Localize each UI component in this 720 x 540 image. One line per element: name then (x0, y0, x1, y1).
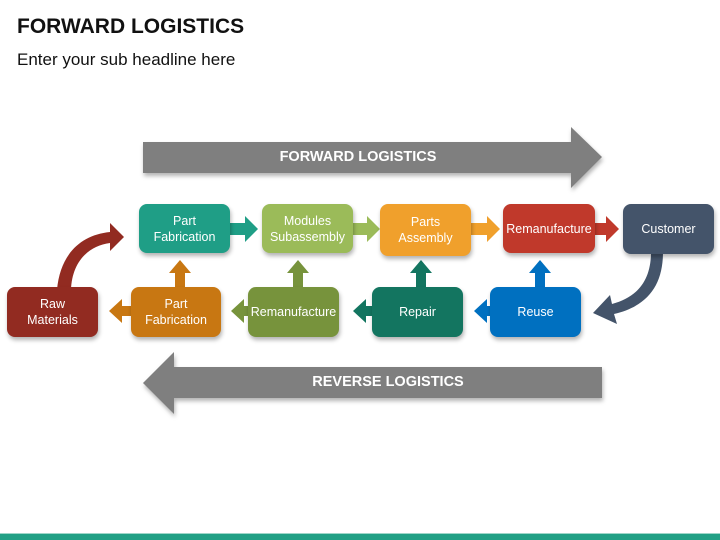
arrow-up-icon (410, 260, 432, 289)
reverse-step-raw-materials: Raw Materials (7, 287, 98, 337)
arrow-right-icon (352, 216, 380, 242)
forward-logistics-label: FORWARD LOGISTICS (279, 149, 437, 165)
forward-step-modules-subassembly: Modules Subassembly (262, 204, 353, 253)
footer-bar (0, 533, 720, 540)
forward-step-parts-assembly: Parts Assembly (380, 204, 471, 256)
arrow-left-icon (474, 299, 492, 323)
forward-logistics-arrow (143, 127, 602, 188)
arrow-up-icon (169, 260, 191, 289)
arrow-left-icon (231, 299, 250, 323)
arrow-left-icon (353, 299, 374, 323)
page-title: FORWARD LOGISTICS (17, 15, 245, 38)
reverse-step-part-fabrication: Part Fabrication (131, 287, 221, 337)
page-subtitle: Enter your sub headline here (17, 50, 236, 69)
forward-step-part-fabrication: Part Fabrication (139, 204, 230, 253)
arrow-left-icon (109, 299, 132, 323)
arrow-right-icon (594, 216, 619, 242)
reverse-step-remanufacture: Remanufacture (248, 287, 339, 337)
arrow-right-icon (228, 216, 258, 242)
reverse-step-reuse: Reuse (490, 287, 581, 337)
reverse-step-repair: Repair (372, 287, 463, 337)
reverse-logistics-arrow (143, 352, 602, 414)
arrow-right-icon (470, 216, 500, 242)
arrow-up-icon (529, 260, 551, 289)
curved-arrow-icon (593, 252, 663, 324)
forward-step-remanufacture: Remanufacture (503, 204, 595, 253)
forward-step-customer: Customer (623, 204, 714, 254)
arrow-up-icon (287, 260, 309, 289)
curved-arrow-icon (57, 223, 124, 290)
reverse-logistics-label: REVERSE LOGISTICS (312, 374, 464, 390)
